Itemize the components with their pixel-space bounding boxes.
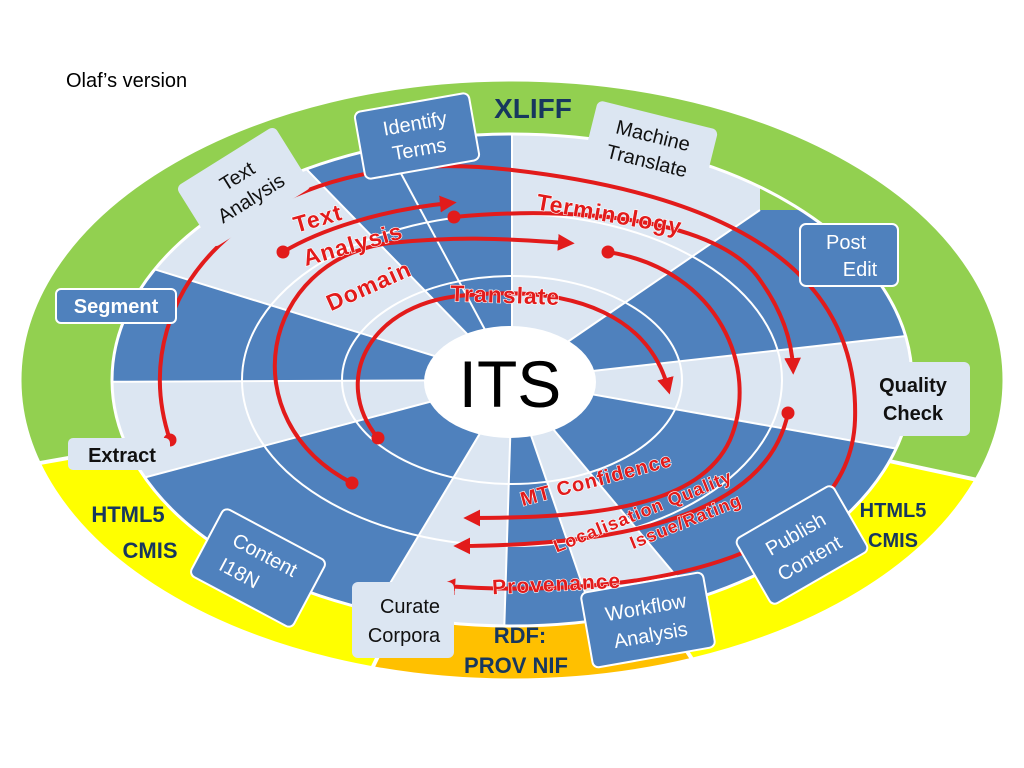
- prov-nif-label: PROV NIF: [464, 653, 568, 678]
- svg-text:Edit: Edit: [843, 259, 878, 281]
- cmis-right-label: CMIS: [868, 530, 918, 552]
- tag-post-edit: Post Edit: [799, 223, 899, 287]
- svg-text:Check: Check: [883, 403, 944, 425]
- tag-curate-corpora: Curate Corpora: [352, 582, 454, 658]
- svg-text:Corpora: Corpora: [368, 625, 441, 647]
- domain-arrow: [272, 233, 575, 485]
- tag-extract: Extract: [68, 438, 170, 470]
- its-center: [424, 326, 596, 438]
- xliff-label: XLIFF: [494, 93, 572, 124]
- arrow-start-dots: [163, 210, 795, 490]
- its-label: ITS: [459, 347, 562, 421]
- text-analysis-arrow: [281, 195, 457, 254]
- label-translate: Translate: [450, 280, 561, 310]
- svg-text:Post: Post: [826, 232, 866, 254]
- rdf-label: RDF:: [494, 623, 547, 648]
- tag-segment: Segment: [55, 288, 177, 324]
- mt-confidence-arrow: [463, 250, 742, 527]
- svg-text:Segment: Segment: [74, 296, 159, 318]
- html5-left-label: HTML5: [91, 502, 164, 527]
- tag-workflow-analysis: Workflow Analysis: [580, 571, 716, 669]
- svg-text:Extract: Extract: [88, 445, 156, 467]
- tag-quality-check: Quality Check: [858, 362, 970, 436]
- cmis-left-label: CMIS: [123, 538, 178, 563]
- tag-content-i18n: Content I18N: [190, 508, 326, 628]
- localisation-quality-arrow: [453, 411, 790, 555]
- tag-identify-terms: Identify Terms: [353, 92, 481, 180]
- svg-text:Curate: Curate: [380, 596, 440, 618]
- translate-arrow: [355, 291, 674, 440]
- html5-right-label: HTML5: [860, 500, 927, 522]
- svg-text:Quality: Quality: [879, 375, 948, 397]
- terminology-arrow: [452, 211, 801, 375]
- tag-text-analysis: Text Analysis: [178, 128, 310, 246]
- tag-machine-translate: Machine Translate: [582, 101, 718, 195]
- slide-caption: Olaf’s version: [66, 70, 188, 92]
